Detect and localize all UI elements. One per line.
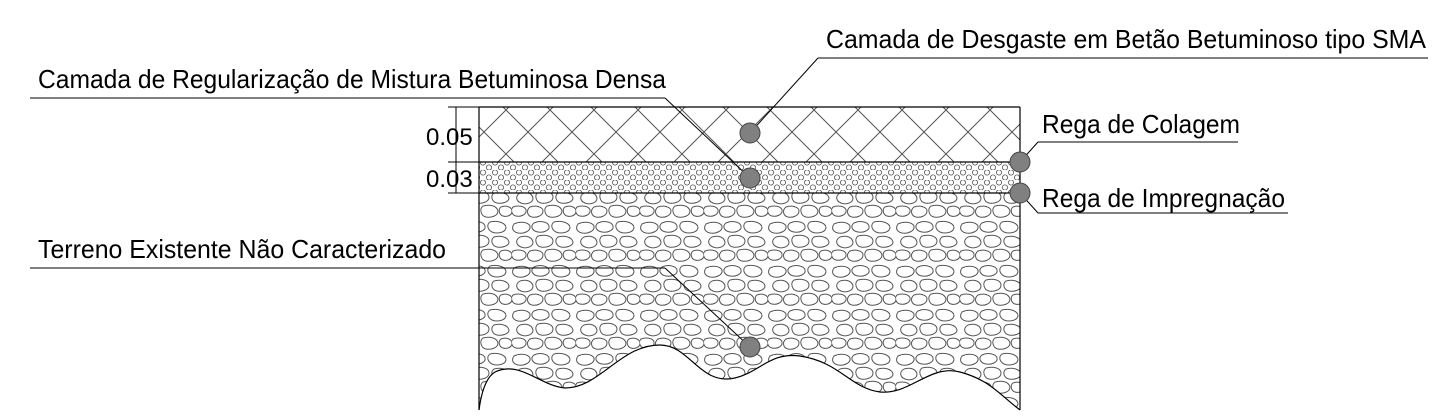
prime-coat-label: Rega de Impregnação [1042, 183, 1285, 213]
tack-coat-marker [1009, 151, 1031, 173]
regulating-course-marker [739, 167, 761, 189]
existing-ground-marker [739, 336, 761, 358]
dimension-regulating-thickness: 0.03 [426, 166, 473, 193]
tack-coat-label: Rega de Colagem [1042, 109, 1240, 139]
existing-ground-layer [479, 193, 1020, 410]
layer-markers [739, 122, 1031, 358]
wearing-course-label: Camada de Desgaste em Betão Betuminoso t… [826, 24, 1427, 54]
regulating-course-label: Camada de Regularização de Mistura Betum… [38, 64, 667, 94]
dimension-lines [448, 106, 479, 194]
leader-lines [30, 57, 1428, 348]
ground-bottom-curve [478, 344, 1021, 411]
prime-coat-marker [1009, 182, 1031, 204]
wearing-course-marker [739, 122, 761, 144]
existing-ground-label: Terreno Existente Não Caracterizado [38, 234, 446, 264]
dimension-wearing-thickness: 0.05 [426, 124, 473, 151]
